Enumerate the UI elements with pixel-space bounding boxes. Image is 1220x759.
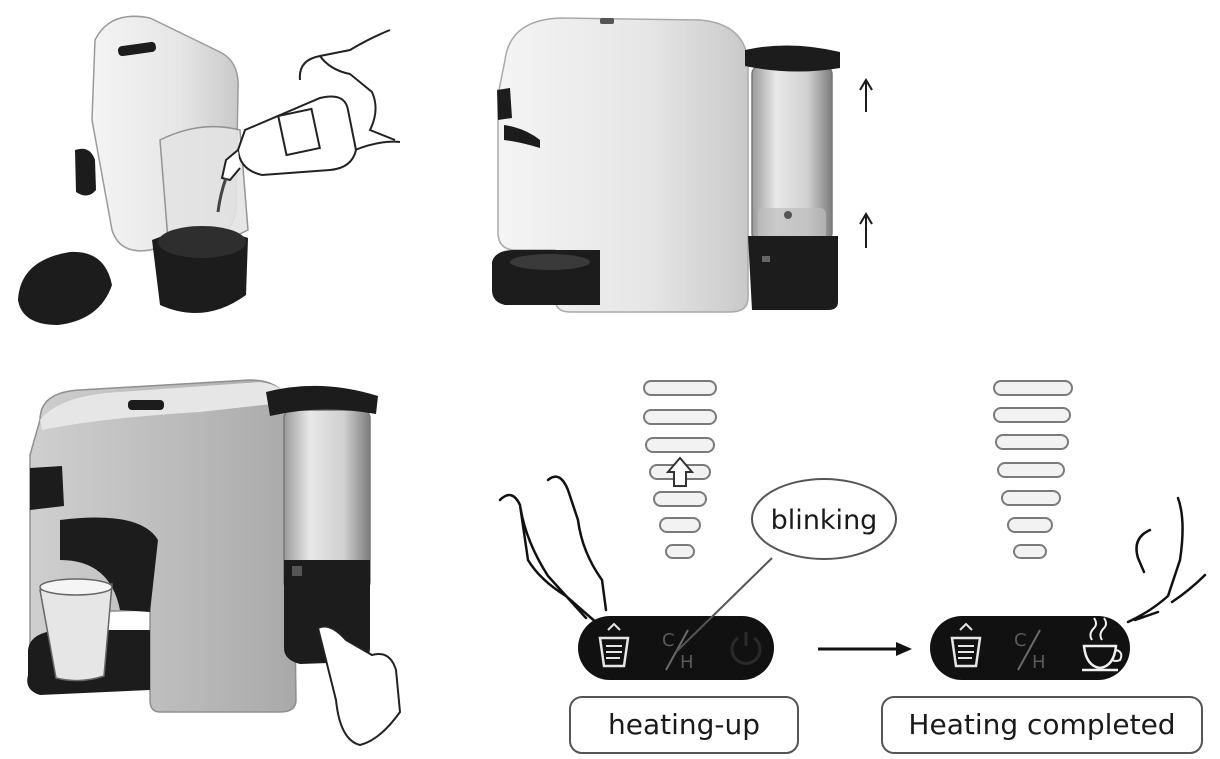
tank-valve	[292, 566, 302, 576]
indicator-bar	[653, 491, 707, 507]
water-tank-icon	[950, 622, 982, 668]
indicator-bar	[643, 380, 717, 396]
mode-label-h: H	[1032, 652, 1046, 673]
status-label-heating-up: heating-up	[569, 696, 799, 754]
status-text: heating-up	[608, 708, 760, 741]
spout	[504, 125, 540, 148]
illustration-fill-tank	[18, 15, 401, 325]
machine-body	[497, 17, 749, 313]
panel-housing	[578, 616, 774, 680]
status-box	[569, 696, 799, 754]
indicator-bar	[997, 462, 1065, 478]
cup-rim	[39, 578, 113, 596]
tank-lid-removed	[18, 251, 112, 325]
status-box	[881, 696, 1203, 754]
arrow-up-icon	[859, 78, 873, 112]
indicator-bar	[665, 544, 695, 559]
heat-indicator-bars-left	[643, 380, 717, 559]
tank-base	[284, 560, 370, 664]
side-inset	[497, 88, 512, 120]
arrow-right-icon	[818, 642, 912, 656]
status-label-heating-completed: Heating completed	[881, 696, 1203, 754]
indicator-bar	[993, 380, 1073, 396]
tank-lid	[266, 385, 378, 416]
mode-label-c: C	[662, 630, 675, 651]
callout-blinking: blinking	[751, 478, 897, 560]
tank-base	[748, 236, 838, 310]
front-inset	[30, 466, 64, 510]
cold-hot-mode-icon: C H	[1014, 629, 1046, 673]
mode-label-c: C	[1014, 630, 1027, 651]
machine-top-slot	[118, 41, 156, 57]
indicator-bar	[993, 407, 1071, 423]
callout-pointer	[675, 557, 773, 653]
hand-pouring	[298, 29, 396, 141]
water-tank-icon	[598, 622, 630, 668]
power-icon	[730, 632, 762, 665]
cup	[39, 583, 113, 682]
callout-bubble	[751, 478, 897, 560]
indicator-bar	[1013, 544, 1047, 559]
top-slot	[128, 400, 164, 410]
heat-indicator-bars-right	[993, 380, 1073, 559]
indicator-bar	[645, 437, 715, 453]
illustration-mount-tank	[492, 17, 873, 313]
water-tank	[159, 125, 249, 245]
machine-top	[40, 382, 290, 430]
cold-hot-mode-icon: C H	[662, 629, 694, 673]
indicator-bar	[643, 409, 717, 425]
control-panel-heating-completed: C H	[930, 616, 1130, 680]
illustration-press-power	[27, 379, 402, 747]
front-spout-area	[60, 517, 158, 612]
coffee-cup-icon	[1082, 617, 1123, 672]
water-bottle	[216, 95, 358, 213]
indicator-bar	[1001, 490, 1061, 506]
machine-side-part	[75, 148, 96, 196]
mode-label-h: H	[680, 652, 694, 673]
callout-text: blinking	[771, 505, 878, 536]
control-panel-heating-up: C H	[578, 616, 774, 680]
top-button	[600, 18, 614, 24]
hand-left-pointing	[498, 475, 608, 626]
indicator-bar	[1007, 517, 1053, 533]
tank-base-top	[158, 226, 246, 258]
drip-tray-grill	[510, 254, 590, 270]
status-text: Heating completed	[908, 708, 1175, 741]
tank-base-light	[762, 256, 770, 262]
hand-pressing	[316, 625, 402, 747]
tank-lid	[745, 45, 840, 72]
arrow-up-outline-icon	[665, 456, 695, 487]
indicator-bar	[995, 434, 1069, 450]
arrow-up-icon	[859, 212, 873, 248]
tank-valve	[784, 211, 792, 219]
indicator-bar	[659, 517, 701, 533]
hand-right-pointing	[1126, 496, 1207, 624]
